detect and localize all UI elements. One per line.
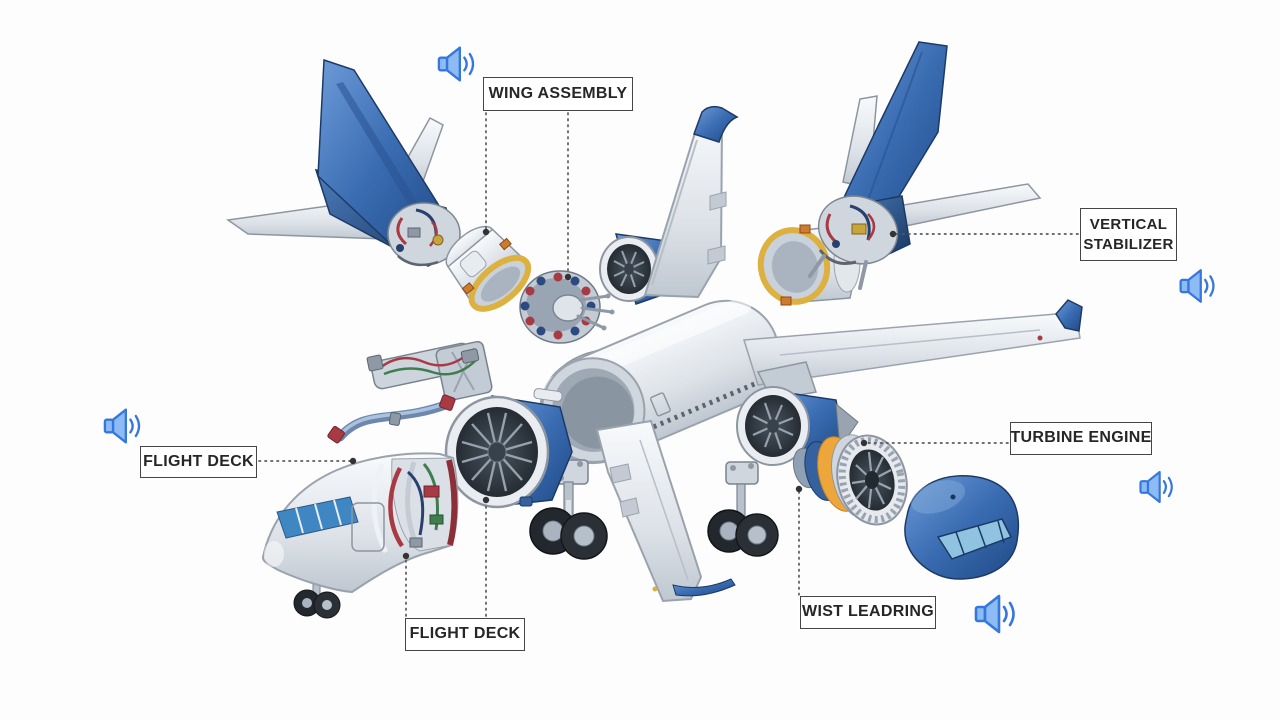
coupling-cone-part <box>445 225 532 312</box>
label-vertical-stabilizer-line2: STABILIZER <box>1083 235 1174 253</box>
turbine-disc-part <box>519 270 615 344</box>
label-flight-deck-bottom-text: FLIGHT DECK <box>409 625 521 643</box>
label-wist-leadring-text: WIST LEADRING <box>802 603 934 621</box>
engine-nacelle-large <box>444 388 573 509</box>
label-turbine-engine[interactable]: TURBINE ENGINE <box>1010 422 1152 455</box>
wiring-harness-part <box>366 340 493 402</box>
tail-assembly-right <box>808 41 1042 290</box>
label-flight-deck-bottom[interactable]: FLIGHT DECK <box>405 618 525 651</box>
label-wist-leadring[interactable]: WIST LEADRING <box>800 596 936 629</box>
nose-cone-part <box>904 475 1020 580</box>
connector-dots <box>349 228 897 560</box>
audio-speaker-icon-wing-assembly[interactable] <box>436 44 480 84</box>
landing-gear-right <box>707 461 779 557</box>
label-flight-deck-left-text: FLIGHT DECK <box>143 452 254 470</box>
left-wing <box>595 419 736 603</box>
right-wing <box>743 299 1083 386</box>
tail-assembly-left <box>226 58 461 267</box>
nose-section <box>261 452 459 619</box>
label-flight-deck-left[interactable]: FLIGHT DECK <box>140 446 257 478</box>
label-turbine-engine-text: TURBINE ENGINE <box>1010 429 1152 447</box>
turbine-engine-part <box>792 434 908 526</box>
connector-lines <box>258 112 1079 617</box>
label-vertical-stabilizer-line1: VERTICAL <box>1089 216 1168 233</box>
audio-speaker-icon-turbine-engine[interactable] <box>1138 467 1178 507</box>
engine-nacelle-wing <box>736 361 859 466</box>
audio-speaker-icon-vertical-stabilizer[interactable] <box>1178 266 1220 306</box>
audio-speaker-icon-flight-deck[interactable] <box>102 406 146 446</box>
hydraulic-hose-part <box>327 394 456 444</box>
coupling-cylinder-part <box>757 224 861 306</box>
label-wing-assembly[interactable]: WING ASSEMBLY <box>483 77 633 111</box>
fuselage-fin <box>643 105 739 299</box>
audio-speaker-icon-wist-leadring[interactable] <box>972 592 1022 636</box>
label-wing-assembly-text: WING ASSEMBLY <box>488 84 628 102</box>
label-vertical-stabilizer[interactable]: VERTICAL STABILIZER <box>1080 208 1177 261</box>
